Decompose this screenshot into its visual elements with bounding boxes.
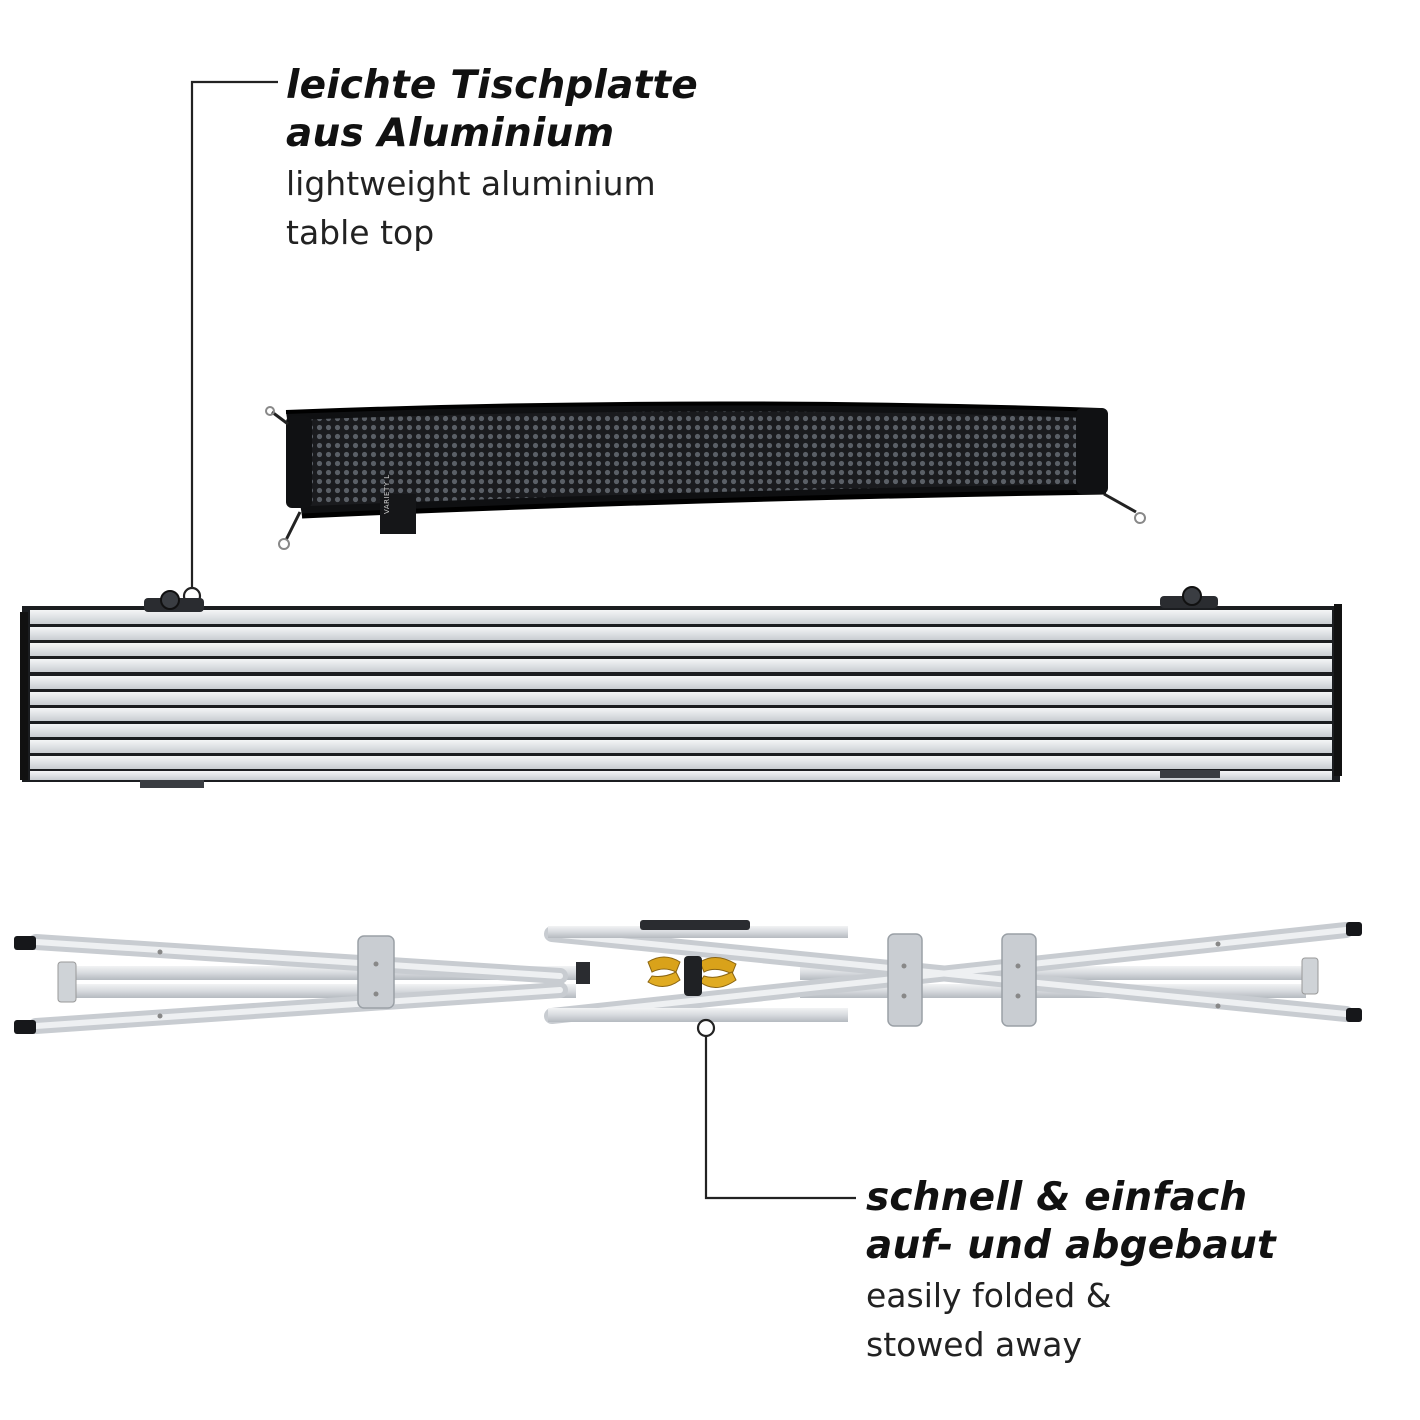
- folded-leg-frame: [14, 920, 1362, 1034]
- bottom-callout-leader: [696, 1018, 856, 1200]
- mesh-storage-bag: [265, 401, 1146, 550]
- callout-top-title-line2: aus Aluminium: [286, 111, 615, 156]
- bag-label: VARIETY L: [383, 474, 391, 514]
- table-slats: [30, 610, 1332, 780]
- callout-bottom-sub-line2: stowed away: [866, 1325, 1083, 1364]
- hinge-clip-left-top: [144, 590, 204, 612]
- gold-locking-latches: [647, 956, 737, 996]
- callout-bottom-sub-line1: easily folded &: [866, 1276, 1112, 1315]
- callout-top-title-line1: leichte Tischplatte: [286, 63, 698, 108]
- hinge-clip-right-top: [1160, 586, 1218, 608]
- callout-top-sub-line1: lightweight aluminium: [286, 164, 656, 203]
- top-callout-leader: [182, 80, 278, 606]
- callout-folding: schnell & einfach auf- und abgebaut easi…: [866, 1174, 1276, 1368]
- callout-bottom-title-line1: schnell & einfach: [866, 1175, 1248, 1220]
- callout-table-top: leichte Tischplatte aus Aluminium lightw…: [286, 62, 698, 256]
- aluminium-table-top: [20, 586, 1342, 788]
- callout-top-sub-line2: table top: [286, 213, 435, 252]
- callout-bottom-title-line2: auf- und abgebaut: [866, 1223, 1276, 1268]
